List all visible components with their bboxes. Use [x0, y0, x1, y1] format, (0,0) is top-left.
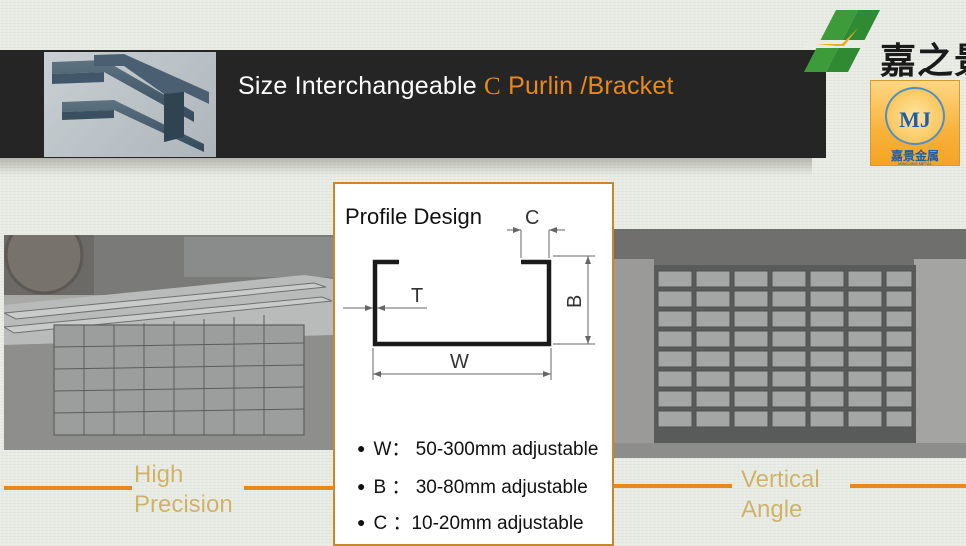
company-name-cn: 嘉之景 [880, 41, 966, 82]
badge-name: 嘉景金属 [890, 149, 939, 163]
badge-subtitle: MINGJING METAL [898, 161, 932, 166]
profile-design-card: Profile Design C T B W ●W： 50-300m [333, 182, 614, 546]
high-precision-photo [4, 235, 334, 450]
left-divider-line-b [244, 486, 334, 490]
spec-w: ● W： 50-300mm adjustable [357, 434, 598, 461]
dim-c-label: C [525, 207, 539, 229]
caption-vertical-angle: Vertical Angle [741, 465, 820, 525]
caption-vertical: Vertical [741, 466, 820, 493]
dim-t-label: T [411, 285, 423, 307]
title-c-letter: C [484, 73, 501, 100]
right-divider-line-b [850, 484, 966, 488]
c-profile-diagram: C T B W [343, 207, 595, 380]
badge-ring: MJ [885, 87, 945, 145]
spec-b-text: B ： 30-80mm adjustable [373, 477, 588, 498]
spec-c: ● C ：10-20mm adjustable [357, 508, 584, 535]
dim-b-label: B [564, 295, 586, 308]
title-part1: Size Interchangeable [238, 72, 485, 100]
caption-precision: Precision [134, 491, 233, 518]
bullet-icon: ● [357, 440, 366, 456]
spec-w-text: W： 50-300mm adjustable [373, 439, 599, 460]
title-part2: Purlin /Bracket [500, 72, 674, 100]
spec-b: ● B ： 30-80mm adjustable [357, 472, 588, 499]
banner-shadow [0, 158, 812, 176]
purlin-thumbnail [44, 52, 216, 157]
caption-high-precision: High Precision [134, 460, 233, 520]
company-mark-icon [804, 10, 880, 72]
badge-mj-text: MJ [899, 107, 931, 132]
bullet-icon: ● [357, 514, 366, 530]
profile-title: Profile Design [345, 204, 482, 229]
spec-c-text: C ：10-20mm adjustable [373, 513, 584, 534]
company-badge: MJ 嘉景金属 MINGJING METAL [870, 80, 960, 166]
left-divider-line-a [4, 486, 132, 490]
vertical-angle-photo [614, 229, 966, 458]
right-divider-line-a [614, 484, 732, 488]
caption-angle: Angle [741, 496, 803, 523]
bullet-icon: ● [357, 478, 366, 494]
caption-high: High [134, 461, 184, 488]
company-logo: 嘉之景 MJ 嘉景金属 MINGJING METAL [796, 6, 966, 166]
dim-w-label: W [450, 351, 469, 373]
page-title: Size Interchangeable C Purlin /Bracket [238, 72, 674, 101]
